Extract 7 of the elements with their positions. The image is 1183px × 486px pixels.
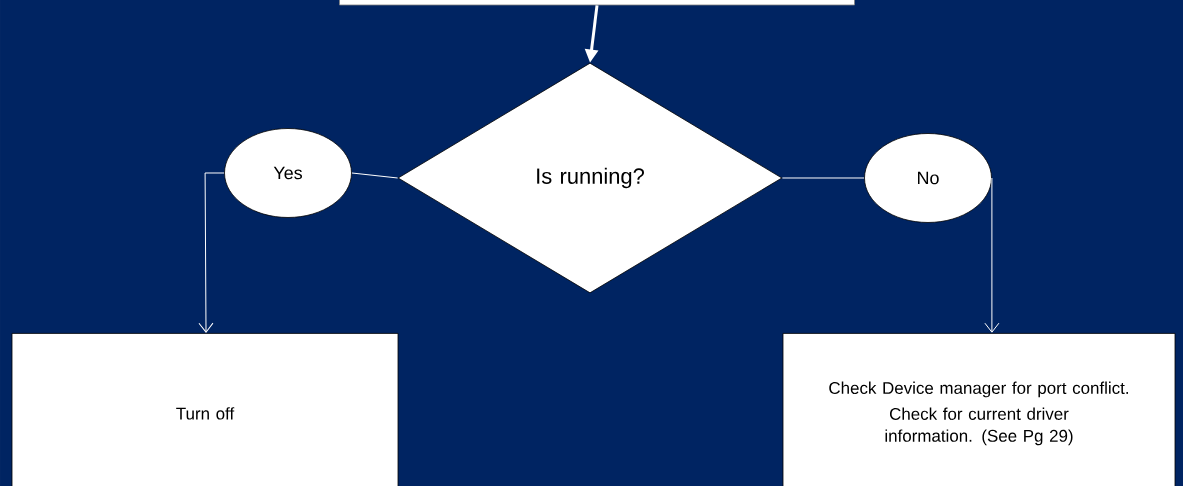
top-box xyxy=(339,0,855,6)
process-box: Check Device manager for port conflict. Check for current driver information. (See Pg 29) xyxy=(782,333,1176,486)
connector-line xyxy=(351,172,399,179)
connector-line xyxy=(781,177,865,179)
process-box: Turn off xyxy=(11,333,399,486)
arrow xyxy=(984,177,1000,333)
arrow xyxy=(198,172,225,333)
